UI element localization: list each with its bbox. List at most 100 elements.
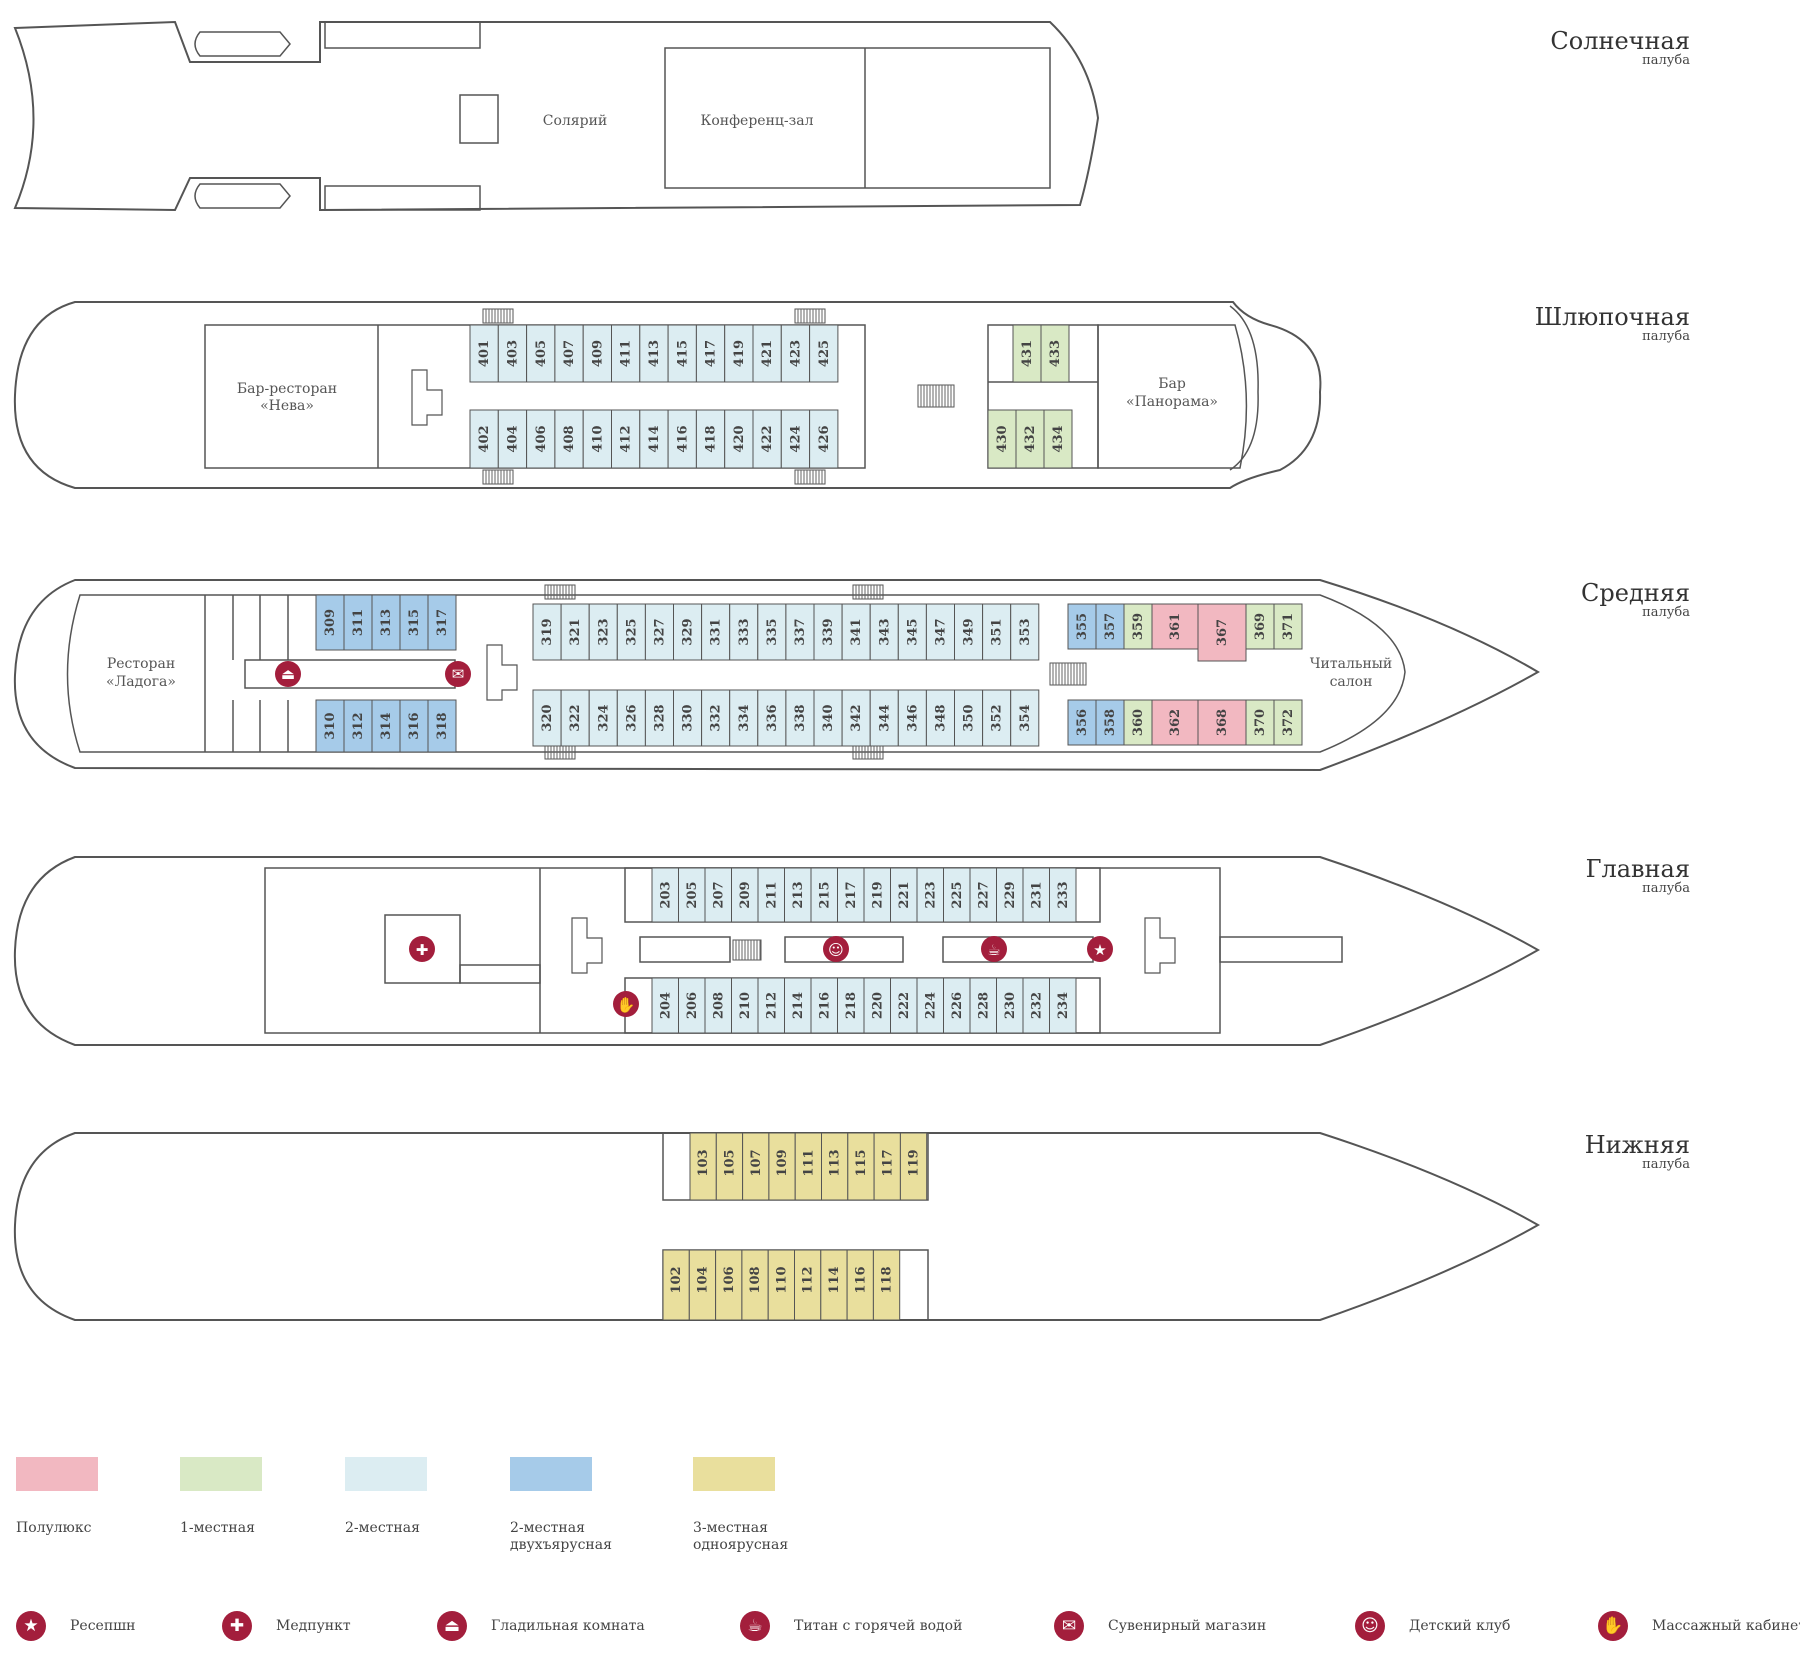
cabin-219[interactable]: 219 xyxy=(863,867,891,923)
cabin-369[interactable]: 369 xyxy=(1245,603,1275,650)
cabin-347[interactable]: 347 xyxy=(925,603,956,661)
cabin-326[interactable]: 326 xyxy=(616,689,646,747)
cabin-432[interactable]: 432 xyxy=(1015,409,1045,469)
cabin-111[interactable]: 111 xyxy=(794,1132,823,1201)
cabin-316[interactable]: 316 xyxy=(399,699,429,753)
cabin-325[interactable]: 325 xyxy=(616,603,646,661)
cabin-355[interactable]: 355 xyxy=(1067,603,1097,650)
cabin-345[interactable]: 345 xyxy=(897,603,927,661)
cabin-336[interactable]: 336 xyxy=(757,689,787,747)
cabin-333[interactable]: 333 xyxy=(729,603,759,661)
cabin-318[interactable]: 318 xyxy=(427,699,457,753)
cabin-349[interactable]: 349 xyxy=(954,603,984,661)
cabin-113[interactable]: 113 xyxy=(821,1132,849,1201)
cabin-346[interactable]: 346 xyxy=(897,689,927,747)
cabin-216[interactable]: 216 xyxy=(810,977,838,1034)
cabin-108[interactable]: 108 xyxy=(741,1249,769,1321)
cabin-109[interactable]: 109 xyxy=(768,1132,796,1201)
cabin-421[interactable]: 421 xyxy=(752,324,782,383)
cabin-422[interactable]: 422 xyxy=(752,409,782,469)
cabin-367[interactable]: 367 xyxy=(1197,603,1247,662)
cabin-338[interactable]: 338 xyxy=(785,689,815,747)
cabin-344[interactable]: 344 xyxy=(869,689,899,747)
cabin-357[interactable]: 357 xyxy=(1095,603,1125,650)
cabin-341[interactable]: 341 xyxy=(841,603,871,661)
cabin-368[interactable]: 368 xyxy=(1197,699,1247,746)
cabin-229[interactable]: 229 xyxy=(996,867,1024,923)
cabin-360[interactable]: 360 xyxy=(1123,699,1153,746)
cabin-206[interactable]: 206 xyxy=(678,977,706,1034)
cabin-413[interactable]: 413 xyxy=(639,324,669,383)
cabin-312[interactable]: 312 xyxy=(343,699,373,753)
cabin-330[interactable]: 330 xyxy=(673,689,703,747)
cabin-116[interactable]: 116 xyxy=(846,1249,874,1321)
cabin-362[interactable]: 362 xyxy=(1151,699,1199,746)
cabin-324[interactable]: 324 xyxy=(588,689,618,747)
cabin-337[interactable]: 337 xyxy=(785,603,815,661)
cabin-222[interactable]: 222 xyxy=(890,977,918,1034)
cabin-417[interactable]: 417 xyxy=(695,324,726,383)
cabin-359[interactable]: 359 xyxy=(1123,603,1153,650)
cabin-322[interactable]: 322 xyxy=(560,689,590,747)
cabin-232[interactable]: 232 xyxy=(1022,977,1050,1034)
cabin-117[interactable]: 117 xyxy=(873,1132,901,1201)
cabin-328[interactable]: 328 xyxy=(644,689,675,747)
cabin-104[interactable]: 104 xyxy=(688,1249,717,1321)
cabin-205[interactable]: 205 xyxy=(678,867,706,923)
cabin-319[interactable]: 319 xyxy=(532,603,562,661)
cabin-107[interactable]: 107 xyxy=(742,1132,770,1201)
cabin-419[interactable]: 419 xyxy=(724,324,754,383)
cabin-212[interactable]: 212 xyxy=(757,977,785,1034)
cabin-342[interactable]: 342 xyxy=(841,689,871,747)
cabin-114[interactable]: 114 xyxy=(820,1249,848,1321)
cabin-331[interactable]: 331 xyxy=(701,603,731,661)
cabin-340[interactable]: 340 xyxy=(813,689,843,747)
cabin-353[interactable]: 353 xyxy=(1010,603,1040,661)
cabin-406[interactable]: 406 xyxy=(526,409,556,469)
cabin-332[interactable]: 332 xyxy=(701,689,731,747)
cabin-321[interactable]: 321 xyxy=(560,603,590,661)
cabin-425[interactable]: 425 xyxy=(809,324,839,383)
cabin-414[interactable]: 414 xyxy=(639,409,669,469)
cabin-420[interactable]: 420 xyxy=(724,409,754,469)
cabin-320[interactable]: 320 xyxy=(532,689,562,747)
cabin-348[interactable]: 348 xyxy=(925,689,956,747)
cabin-210[interactable]: 210 xyxy=(731,977,759,1034)
cabin-209[interactable]: 209 xyxy=(731,867,759,923)
cabin-221[interactable]: 221 xyxy=(890,867,918,923)
cabin-434[interactable]: 434 xyxy=(1043,409,1073,469)
cabin-207[interactable]: 207 xyxy=(704,867,732,923)
cabin-220[interactable]: 220 xyxy=(863,977,891,1034)
cabin-230[interactable]: 230 xyxy=(996,977,1024,1034)
cabin-228[interactable]: 228 xyxy=(969,977,997,1034)
cabin-372[interactable]: 372 xyxy=(1273,699,1303,746)
cabin-315[interactable]: 315 xyxy=(399,594,429,651)
cabin-213[interactable]: 213 xyxy=(784,867,812,923)
cabin-424[interactable]: 424 xyxy=(780,409,811,469)
cabin-335[interactable]: 335 xyxy=(757,603,787,661)
cabin-402[interactable]: 402 xyxy=(469,409,499,469)
cabin-203[interactable]: 203 xyxy=(651,867,679,923)
cabin-112[interactable]: 112 xyxy=(794,1249,822,1321)
cabin-215[interactable]: 215 xyxy=(810,867,838,923)
cabin-103[interactable]: 103 xyxy=(689,1132,717,1201)
cabin-405[interactable]: 405 xyxy=(526,324,556,383)
cabin-233[interactable]: 233 xyxy=(1049,867,1077,923)
cabin-314[interactable]: 314 xyxy=(371,699,401,753)
cabin-208[interactable]: 208 xyxy=(704,977,732,1034)
cabin-343[interactable]: 343 xyxy=(869,603,899,661)
cabin-204[interactable]: 204 xyxy=(651,977,679,1034)
cabin-234[interactable]: 234 xyxy=(1049,977,1077,1034)
cabin-352[interactable]: 352 xyxy=(982,689,1012,747)
cabin-418[interactable]: 418 xyxy=(695,409,726,469)
cabin-411[interactable]: 411 xyxy=(611,324,641,383)
cabin-350[interactable]: 350 xyxy=(954,689,984,747)
cabin-351[interactable]: 351 xyxy=(982,603,1012,661)
cabin-423[interactable]: 423 xyxy=(780,324,811,383)
cabin-227[interactable]: 227 xyxy=(969,867,997,923)
cabin-354[interactable]: 354 xyxy=(1010,689,1040,747)
cabin-329[interactable]: 329 xyxy=(673,603,703,661)
cabin-106[interactable]: 106 xyxy=(715,1249,743,1321)
cabin-412[interactable]: 412 xyxy=(611,409,641,469)
cabin-430[interactable]: 430 xyxy=(987,409,1017,469)
